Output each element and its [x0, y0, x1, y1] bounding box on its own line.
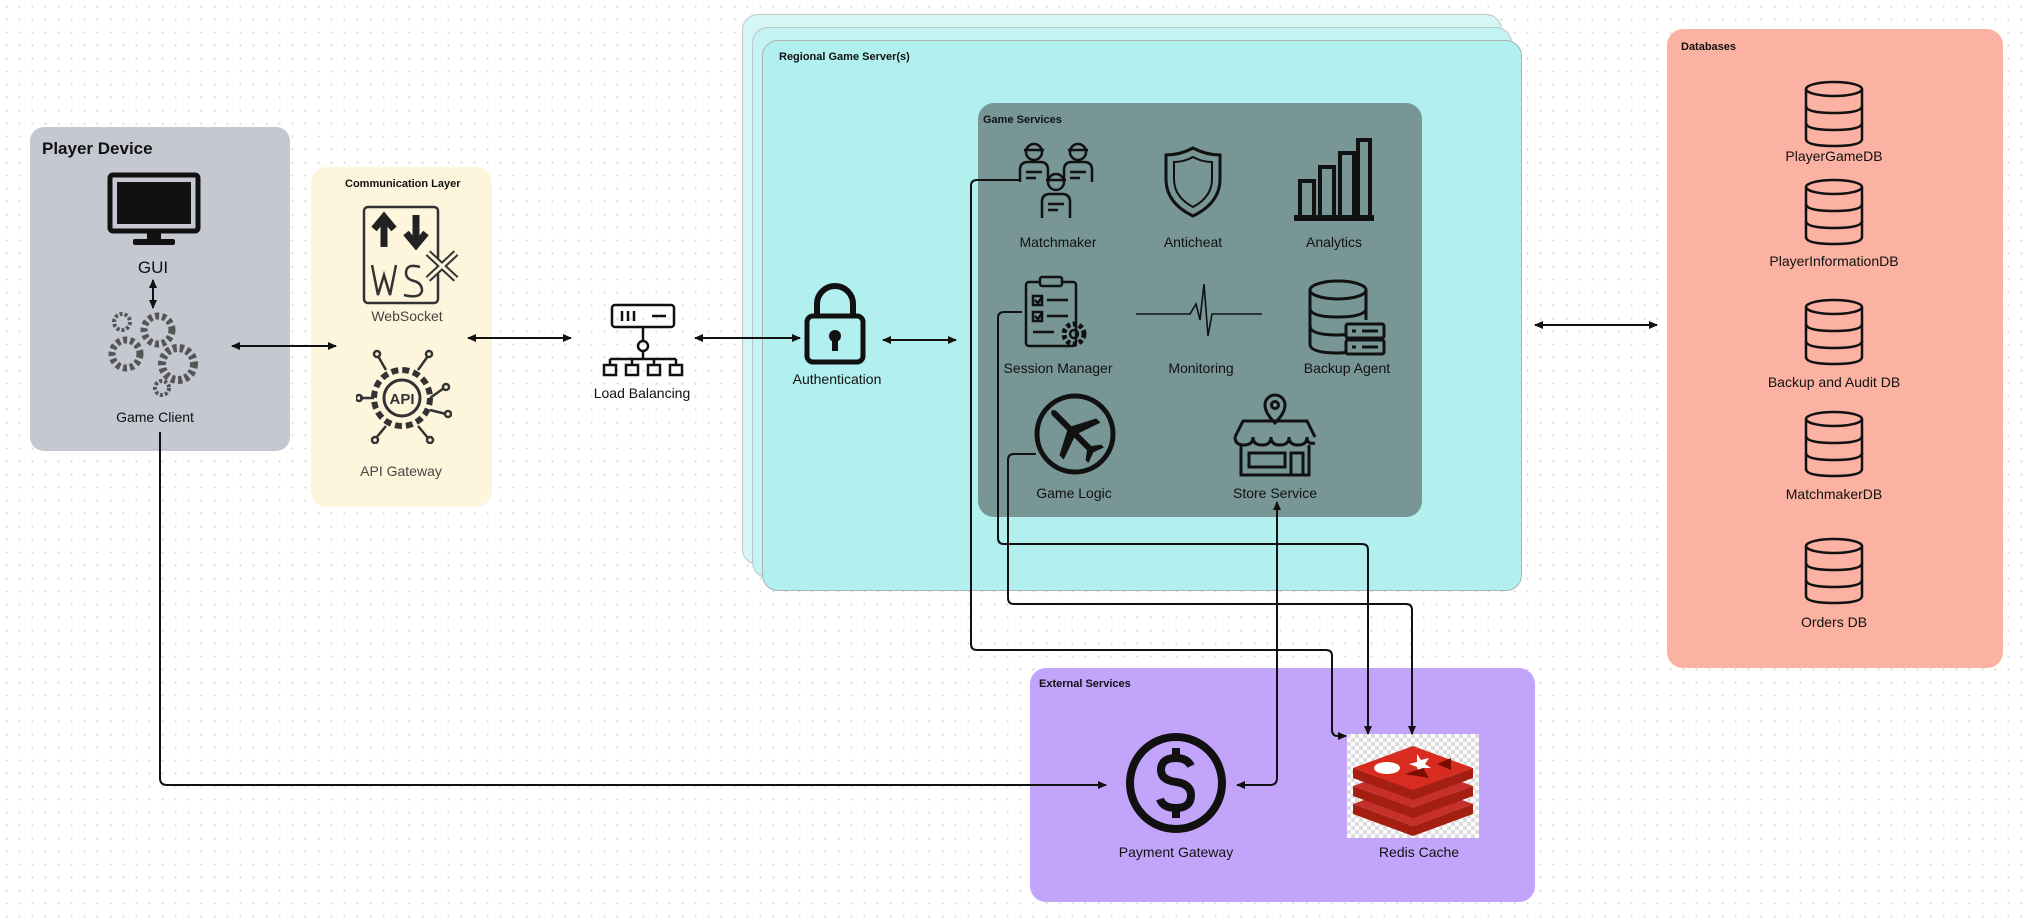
dollar-icon [1125, 732, 1227, 834]
lock-icon [803, 282, 867, 366]
store-icon [1233, 393, 1317, 479]
websocket-label: WebSocket [371, 308, 443, 324]
databases-title: Databases [1681, 41, 1737, 53]
websocket-icon [362, 205, 462, 305]
game-services-title: Game Services [983, 114, 1062, 126]
gui-label: GUI [137, 258, 169, 277]
store-payment-line [1236, 501, 1281, 789]
communication-layer-panel: Communication Layer [311, 167, 492, 507]
analytics-label: Analytics [1305, 234, 1363, 250]
database-label: Backup and Audit DB [1767, 374, 1901, 390]
backup-agent-label: Backup Agent [1303, 360, 1391, 376]
matchmaker-label: Matchmaker [1019, 234, 1097, 250]
session-redis-line [997, 311, 1372, 735]
database-label: PlayerGameDB [1785, 148, 1883, 164]
regional-server-title: Regional Game Server(s) [779, 51, 910, 63]
player-device-title: Player Device [42, 139, 153, 158]
gamelogic-redis-line [1007, 453, 1416, 735]
database-icon [1803, 80, 1865, 148]
database-icon [1803, 410, 1865, 478]
bar-chart-icon [1292, 137, 1376, 223]
airplane-icon [1033, 392, 1117, 476]
external-services-panel: External Services [1030, 668, 1535, 902]
matchmaker-icon [1016, 138, 1100, 222]
shield-icon [1162, 145, 1224, 219]
svg-text:API: API [389, 391, 414, 408]
database-icon [1803, 298, 1865, 366]
database-icon [1803, 537, 1865, 605]
clipboard-gear-icon [1022, 274, 1092, 352]
database-label: MatchmakerDB [1785, 486, 1883, 502]
redis-icon [1347, 734, 1479, 838]
external-services-title: External Services [1039, 678, 1131, 690]
redis-cache-label: Redis Cache [1378, 844, 1460, 860]
load-balancer-icon [600, 303, 688, 377]
player-device-panel: Player Device [30, 127, 290, 451]
heartbeat-icon [1134, 280, 1264, 340]
database-icon [1803, 178, 1865, 246]
monitor-icon [107, 172, 201, 248]
communication-layer-title: Communication Layer [345, 178, 461, 190]
monitoring-label: Monitoring [1168, 360, 1234, 376]
client-payment-line [159, 432, 1107, 789]
load-balancing-label: Load Balancing [593, 385, 691, 401]
api-gateway-icon: API [356, 348, 452, 444]
database-label: PlayerInformationDB [1769, 253, 1899, 269]
anticheat-label: Anticheat [1163, 234, 1223, 250]
authentication-label: Authentication [792, 371, 882, 387]
gears-icon [104, 308, 202, 400]
game-logic-label: Game Logic [1036, 485, 1112, 501]
payment-gateway-label: Payment Gateway [1118, 844, 1234, 860]
session-manager-label: Session Manager [1003, 360, 1113, 376]
game-services-panel: Game Services [978, 103, 1422, 517]
matchmaker-redis-line [970, 179, 1347, 740]
database-label: Orders DB [1800, 614, 1868, 630]
store-service-label: Store Service [1232, 485, 1318, 501]
database-server-icon [1306, 278, 1388, 358]
api-gateway-label: API Gateway [360, 463, 442, 479]
game-client-label: Game Client [116, 409, 194, 425]
